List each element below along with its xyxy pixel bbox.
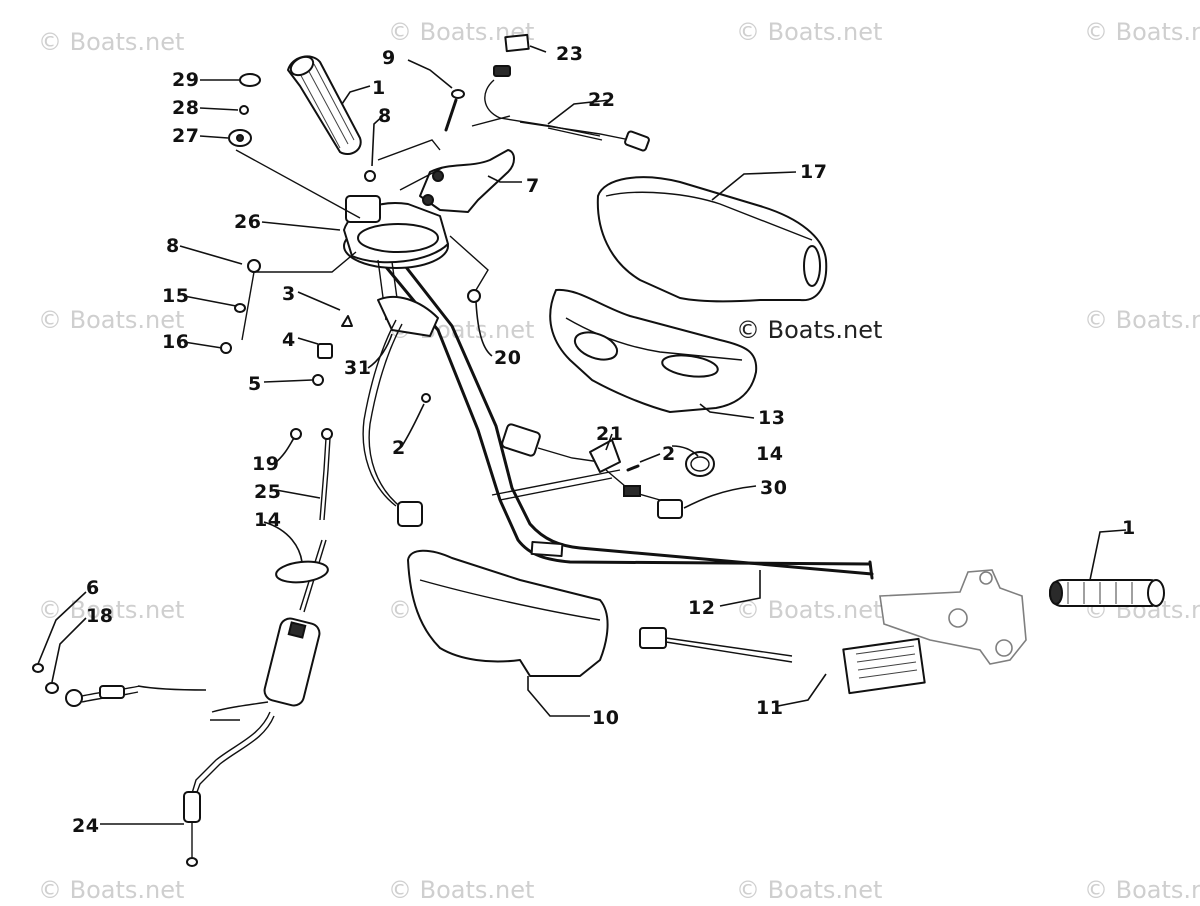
callout-28: 28 [172,97,199,119]
cable-clamp-part [275,560,329,584]
left-grip-part [287,55,362,156]
watermark: © Boats.net [736,18,882,46]
callout-21: 21 [596,423,623,445]
pad-part [596,176,828,303]
callout-29: 29 [172,69,199,91]
watermark: © Boats.net [1084,18,1200,46]
callout-11: 11 [756,697,783,719]
watermark: © Boats.net [38,876,184,904]
choke-cable-part [32,663,141,707]
callout-18: 18 [86,605,113,627]
callout-8: 8 [378,105,392,127]
callout-26: 26 [234,211,261,233]
cable-tie-part [685,451,715,477]
right-grip-part [1049,579,1165,607]
callout-12: 12 [688,597,715,619]
callout-20: 20 [494,347,521,369]
handlebar-part [370,242,874,580]
callout-2: 2 [662,443,676,465]
throttle-housing-part [419,149,515,213]
watermark: © Boats.net [736,596,882,624]
callout-5: 5 [248,373,262,395]
callout-27: 27 [172,125,199,147]
callout-17: 17 [800,161,827,183]
kill-switch-wire-part [362,319,431,527]
callout-19: 19 [252,453,279,475]
leader-lines [37,45,1127,825]
watermark: © Boats.net [38,596,184,624]
callout-6: 6 [86,577,100,599]
callout-2: 2 [392,437,406,459]
steering-housing-part [343,195,449,337]
watermark-layer: © Boats.net © Boats.net © Boats.net © Bo… [38,18,1200,904]
watermark: © Boats.net [736,876,882,904]
throttle-cable-part [137,428,333,867]
decal-part [493,33,530,77]
callout-25: 25 [254,481,281,503]
assembly-guide-lines [235,115,511,341]
handlebar-cover-part [549,288,758,413]
watermark: © Boats.net [1084,306,1200,334]
callout-8: 8 [166,235,180,257]
callout-4: 4 [282,329,296,351]
watermark: © Boats.net [38,28,184,56]
callout-1: 1 [372,77,386,99]
callout-10: 10 [592,707,619,729]
callout-14: 14 [756,443,783,465]
callout-22: 22 [588,89,615,111]
callout-24: 24 [72,815,99,837]
watermark: © Boats.net [38,306,184,334]
callout-31: 31 [344,357,371,379]
heater-element-part [639,627,926,695]
callout-7: 7 [526,175,540,197]
switch-part [501,423,621,473]
callout-14: 14 [254,509,281,531]
connector-part [605,469,683,519]
watermark: © Boats.net [736,316,882,344]
callout-15: 15 [162,285,189,307]
callout-23: 23 [556,43,583,65]
callout-3: 3 [282,283,296,305]
callout-9: 9 [382,47,396,69]
callout-labels: 1 1 2 2 3 4 5 6 7 8 8 9 10 11 12 13 14 1… [72,43,1136,837]
callout-16: 16 [162,331,189,353]
watermark: © Boats.net [1084,876,1200,904]
bolt-part [444,89,465,132]
hardware-part [220,73,640,472]
callout-30: 30 [760,477,787,499]
callout-1: 1 [1122,517,1136,539]
brake-lever-ghost-part [879,569,1027,665]
callout-13: 13 [758,407,785,429]
watermark: © Boats.net [388,876,534,904]
lower-pad-part [407,549,609,677]
